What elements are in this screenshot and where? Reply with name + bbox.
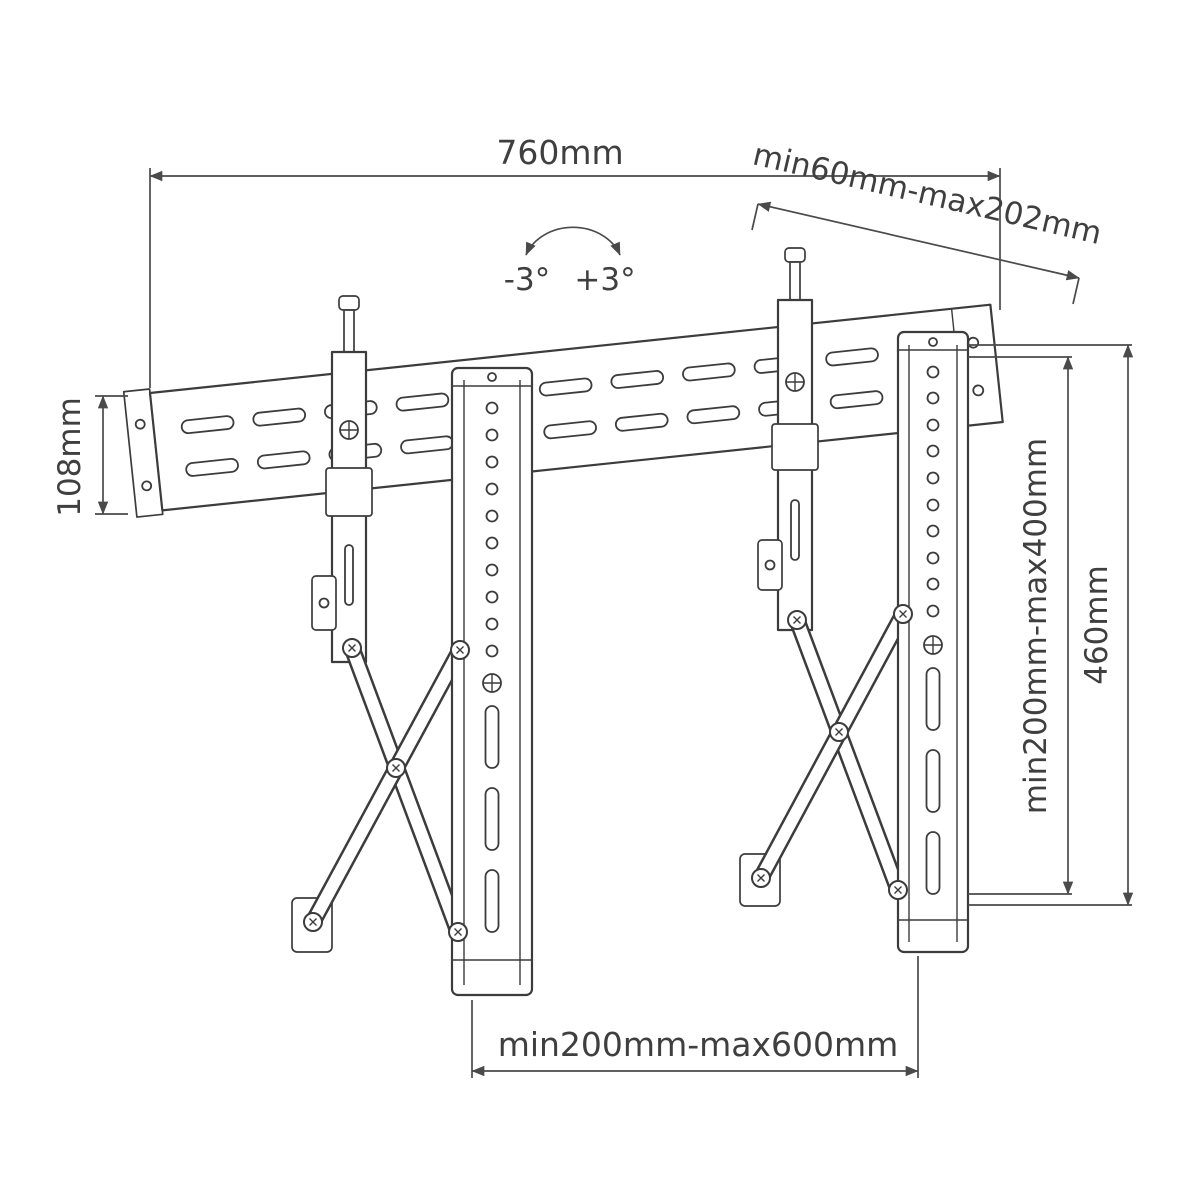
endcap-hole: [972, 384, 985, 397]
extension-tick: [1072, 277, 1080, 305]
tilt-up-label: +3°: [574, 262, 635, 298]
dimension-vesa-vertical: min200mm-max400mm: [968, 356, 1074, 895]
dim-vesa-horizontal-label: min200mm-max600mm: [498, 1025, 899, 1064]
tab-hole: [318, 597, 330, 609]
vesa-bolt: [482, 673, 502, 693]
left-adjuster-slot: [344, 544, 354, 606]
right-rail-slots: [925, 667, 941, 895]
wall-plate: [122, 303, 1004, 518]
right-tv-rail: [896, 330, 970, 954]
wall-plate-body: [148, 303, 1004, 512]
right-adjuster-slot: [790, 499, 800, 561]
dimension-depth: min60mm-max202mm: [749, 137, 1105, 305]
left-knob-cap: [338, 295, 360, 311]
right-knob-cap: [784, 247, 806, 263]
dimension-vesa-horizontal: min200mm-max600mm: [471, 956, 919, 1078]
right-adjuster: [757, 247, 819, 632]
right-scissor: [739, 605, 912, 907]
left-adjuster-tab: [311, 575, 337, 631]
scissor-arm-face: [791, 614, 904, 896]
left-rail-slots: [484, 705, 500, 933]
top-screw: [487, 372, 497, 382]
vesa-bolt: [923, 635, 943, 655]
dimension-plate-height: 108mm: [52, 395, 128, 517]
scissor-arm-face: [755, 608, 909, 884]
left-adjuster-bolt: [339, 420, 359, 440]
left-knob-stem: [343, 309, 355, 355]
scissor-arm-face: [307, 644, 466, 928]
extension-tick: [751, 203, 759, 231]
endcap-hole: [141, 480, 153, 492]
endcap-hole: [134, 418, 146, 430]
dim-depth-range-label: min60mm-max202mm: [749, 137, 1105, 252]
right-rail-clamp: [771, 423, 819, 471]
dim-top-width-label: 760mm: [496, 133, 623, 172]
tilt-down-label: -3°: [504, 262, 550, 298]
left-tv-rail: [450, 366, 534, 997]
dim-vesa-vertical-label: min200mm-max400mm: [1018, 438, 1054, 814]
tab-hole: [764, 559, 776, 571]
dimension-top-width: 760mm: [149, 133, 1001, 388]
tilt-indicator: -3° +3°: [504, 226, 636, 298]
dimension-line: [757, 201, 1080, 281]
dim-bracket-height-label: 460mm: [1079, 565, 1115, 685]
right-knob-stem: [789, 261, 801, 303]
dimension-bracket-height: 460mm: [968, 344, 1134, 906]
dim-plate-height-label: 108mm: [52, 397, 88, 517]
left-scissor: [291, 639, 469, 953]
right-adjuster-bolt: [785, 372, 805, 392]
left-rail-clamp: [325, 467, 373, 517]
scissor-arm-face: [346, 642, 464, 938]
right-adjuster-tab: [757, 539, 783, 591]
top-screw: [928, 337, 938, 347]
tilt-arc: [525, 226, 621, 256]
